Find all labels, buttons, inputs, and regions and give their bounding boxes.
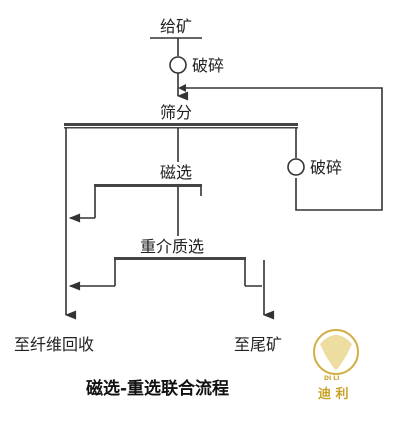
gravity-label: 重介质选 xyxy=(140,237,204,256)
crusher-1-label: 破碎 xyxy=(192,56,224,75)
diagram-caption: 磁选-重选联合流程 xyxy=(86,378,229,399)
logo-ring-icon xyxy=(313,329,359,375)
gravity-separator-bar xyxy=(114,257,246,260)
crusher-1-symbol xyxy=(169,56,187,74)
screen-deck xyxy=(64,123,298,126)
recycle-loop-line xyxy=(182,87,383,211)
recycle-arrowhead xyxy=(178,84,186,92)
magnetic-label: 磁选 xyxy=(160,163,192,182)
dili-logo: DI LI 迪 利 xyxy=(313,329,359,402)
to-fiber-recovery-label: 至纤维回收 xyxy=(14,335,94,354)
logo-emblem-icon xyxy=(320,335,352,370)
screening-label: 筛分 xyxy=(160,103,192,122)
to-tailings-label: 至尾矿 xyxy=(234,335,282,354)
crusher-2-label: 破碎 xyxy=(310,158,342,177)
crusher-2-symbol xyxy=(287,158,305,176)
feed-label: 给矿 xyxy=(160,17,192,36)
screen-deck-lower xyxy=(64,127,298,129)
logo-text: 迪 利 xyxy=(318,386,349,402)
magnetic-separator-bar xyxy=(94,184,202,187)
logo-small-text: DI LI xyxy=(324,375,339,382)
